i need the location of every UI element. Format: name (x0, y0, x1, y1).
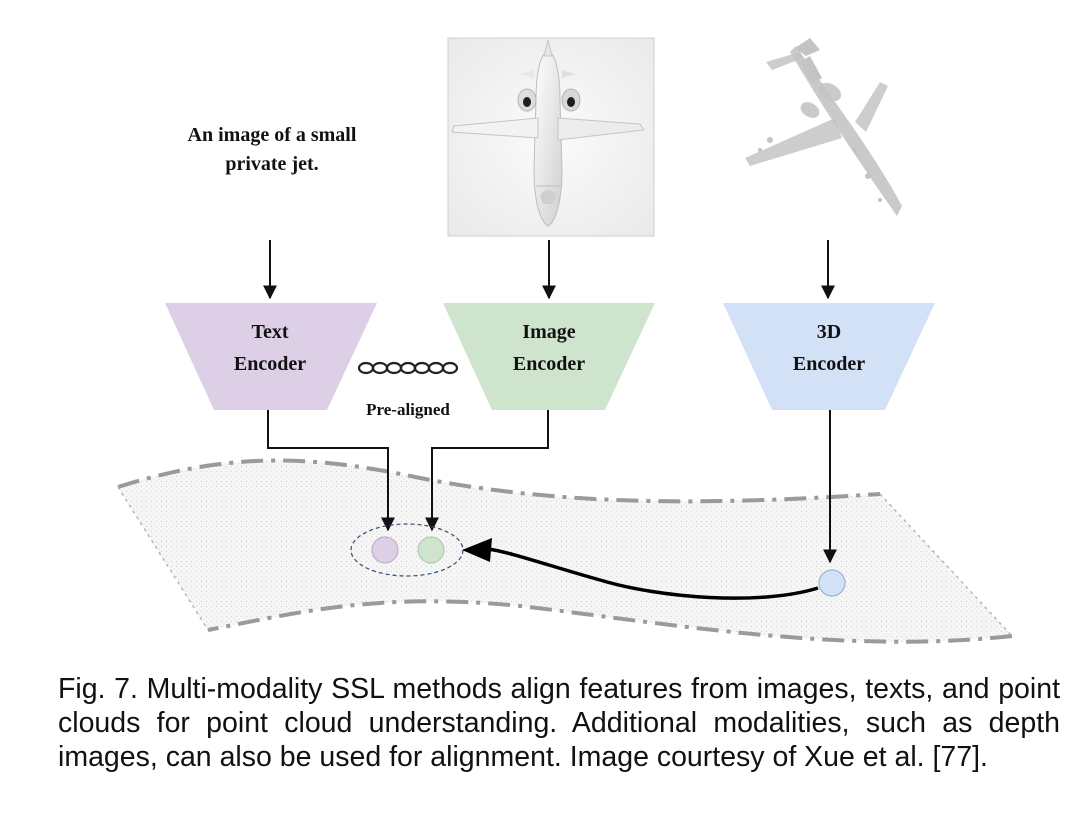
point-cloud-input (745, 38, 902, 216)
text-encoder-connector (267, 410, 395, 532)
text-encoder: Text Encoder (165, 303, 377, 410)
jet-image-input (447, 37, 655, 237)
point-cloud-jet-icon (745, 38, 902, 216)
image-encoder-label-2: Encoder (513, 353, 585, 375)
jet-render-icon (451, 39, 645, 227)
diagram-canvas: An image of a small private jet. (117, 37, 1013, 644)
image-encoder-connector (425, 410, 549, 532)
chain-link-icon (357, 361, 459, 375)
text-prompt-line-2: private jet. (225, 153, 318, 175)
image-encoder: Image Encoder (443, 303, 655, 410)
3d-encoder: 3D Encoder (723, 303, 935, 410)
image-embedding-dot (417, 536, 445, 564)
pre-aligned-label: Pre-aligned (366, 400, 450, 419)
feature-space-manifold (117, 458, 1013, 644)
3d-encoder-trapezoid (723, 303, 935, 410)
text-encoder-label-2: Encoder (234, 353, 306, 375)
alignment-arrow (462, 538, 819, 600)
text-input: An image of a small private jet. (188, 124, 357, 175)
text-encoder-trapezoid (165, 303, 377, 410)
3d-embedding-dot (818, 569, 846, 597)
3d-encoder-label-2: Encoder (793, 353, 865, 375)
encoder-output-connectors (267, 410, 837, 564)
figure-caption: Fig. 7. Multi-modality SSL methods align… (58, 673, 1060, 773)
image-encoder-trapezoid (443, 303, 655, 410)
text-encoder-label-1: Text (251, 321, 288, 343)
text-embedding-dot (371, 536, 399, 564)
text-prompt-line-1: An image of a small (188, 124, 357, 146)
input-arrows (263, 240, 835, 300)
image-encoder-label-1: Image (522, 321, 575, 343)
3d-encoder-label-1: 3D (817, 321, 841, 343)
